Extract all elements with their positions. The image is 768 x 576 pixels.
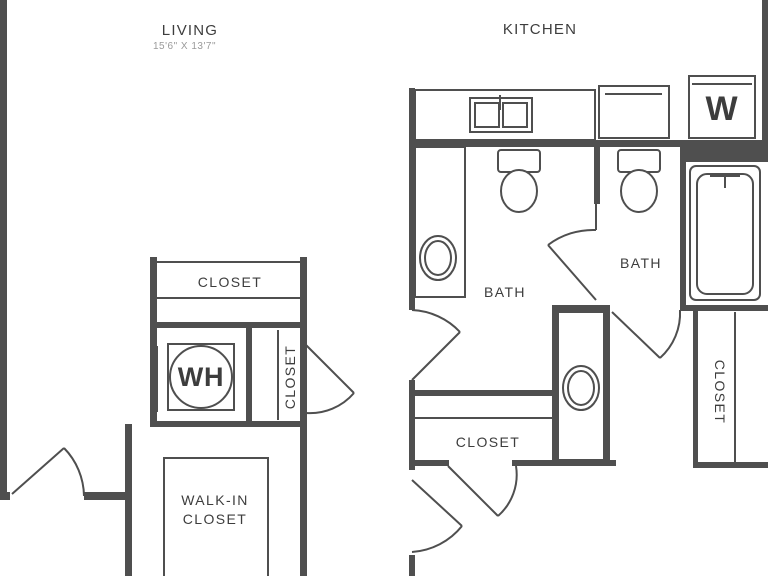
closet-vertical-label: CLOSET	[282, 344, 298, 410]
walk-in-closet-label-line1: WALK-IN	[181, 492, 249, 508]
living-dimensions: 15'6" X 13'7"	[153, 41, 217, 52]
washer-label: W	[705, 90, 739, 128]
living-label: LIVING	[161, 22, 219, 39]
linework	[11, 75, 761, 576]
closet-right-label: CLOSET	[712, 359, 728, 425]
bath-2-label: BATH	[620, 255, 662, 271]
bath-1-label: BATH	[484, 284, 526, 300]
water-heater-label: WH	[177, 362, 225, 392]
closet-top-label: CLOSET	[197, 274, 263, 290]
walk-in-closet-label-line2: CLOSET	[182, 511, 248, 527]
kitchen-label: KITCHEN	[502, 21, 578, 38]
closet-center-label: CLOSET	[455, 434, 521, 450]
